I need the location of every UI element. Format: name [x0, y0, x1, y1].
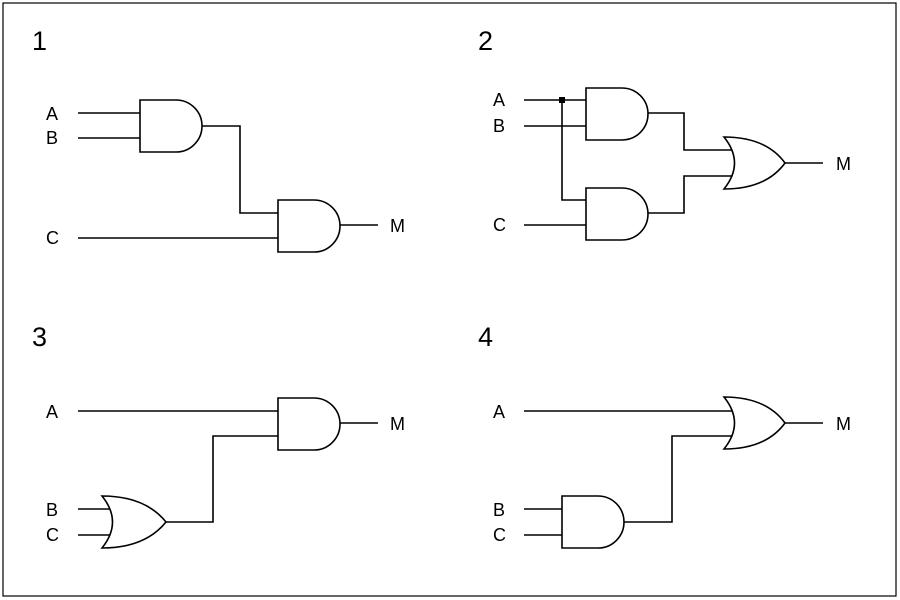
panel-4-or-gate-final	[722, 396, 786, 450]
panel-2-output-m: M	[836, 154, 851, 174]
panel-2-number: 2	[478, 26, 493, 56]
panel-3: 3 A B C M	[32, 322, 405, 549]
panel-3-input-c: C	[46, 525, 59, 545]
panel-1-input-a: A	[46, 104, 58, 124]
panel-2-wire-and1-out	[648, 112, 735, 151]
panel-1-output-m: M	[390, 216, 405, 236]
panel-1-and-gate-ab	[139, 99, 203, 153]
panel-1-and-gate-final	[277, 199, 341, 253]
panel-2-input-a: A	[493, 90, 505, 110]
panel-4: 4 A B C M	[478, 322, 851, 549]
panel-1-input-c: C	[46, 228, 59, 248]
panel-4-and-gate-bc	[561, 495, 625, 549]
panel-2-wire-and2-out	[648, 175, 735, 214]
panel-4-input-b: B	[493, 500, 505, 520]
panel-4-input-a: A	[493, 402, 505, 422]
panel-2-junction-dot	[559, 97, 565, 103]
panel-3-input-a: A	[46, 402, 58, 422]
panel-4-number: 4	[478, 322, 493, 352]
panel-3-output-m: M	[390, 414, 405, 434]
panel-3-number: 3	[32, 322, 47, 352]
panel-2-input-c: C	[493, 215, 506, 235]
panel-3-or-gate-bc	[100, 495, 168, 549]
panel-2: 2 A B C M	[478, 26, 851, 241]
panel-4-wire-and-out	[624, 435, 735, 523]
panel-2-and-gate-ab	[585, 87, 649, 141]
panel-4-output-m: M	[836, 414, 851, 434]
panel-2-input-b: B	[493, 116, 505, 136]
panel-1-input-b: B	[46, 128, 58, 148]
panel-3-and-gate-final	[277, 397, 341, 451]
panel-2-or-gate-final	[722, 136, 786, 190]
panel-1: 1 A B C M	[32, 26, 405, 253]
panel-3-input-b: B	[46, 500, 58, 520]
panel-2-wire-a-branch	[561, 100, 586, 201]
panel-1-number: 1	[32, 26, 47, 56]
panel-4-input-c: C	[493, 525, 506, 545]
panel-2-and-gate-ac	[585, 187, 649, 241]
panel-1-wire-and1-out	[202, 125, 278, 214]
panel-3-wire-or-out	[166, 435, 278, 523]
